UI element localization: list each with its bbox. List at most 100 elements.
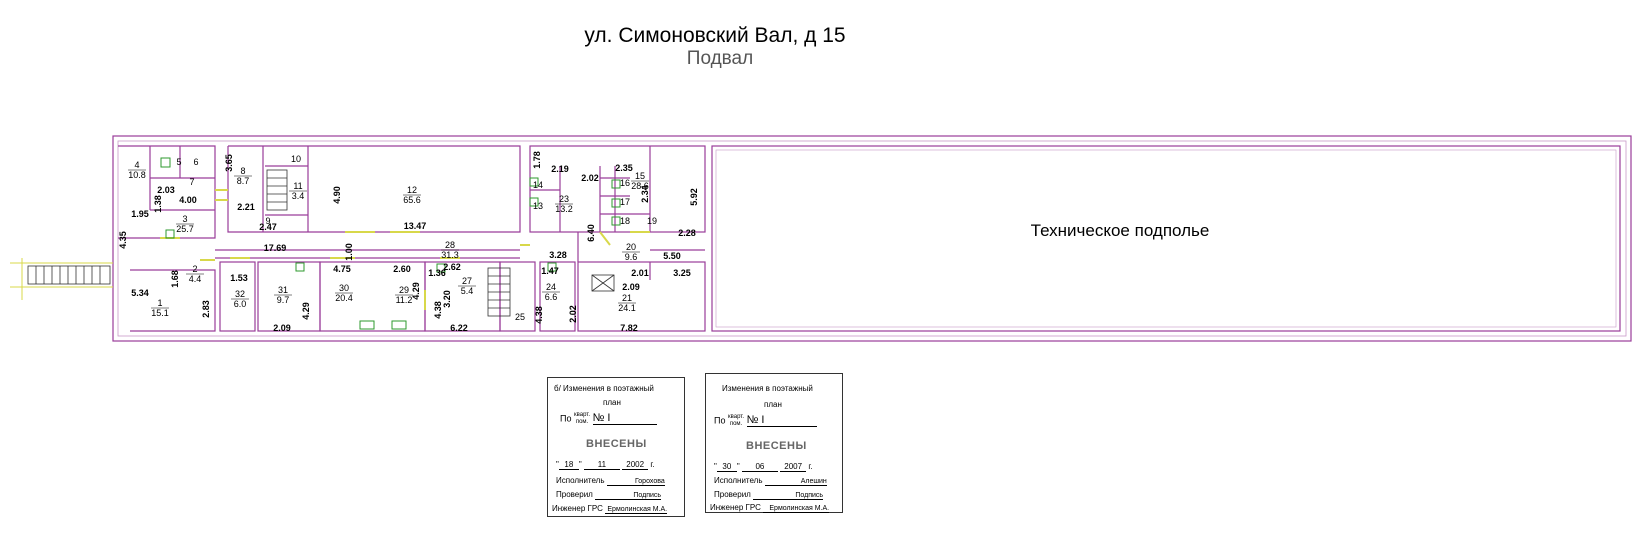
dimension-label: 2.03 — [157, 185, 175, 195]
dimension-label: 2.09 — [273, 323, 291, 333]
dimension-label: 5.92 — [689, 188, 699, 206]
staircases — [27, 169, 615, 317]
room-area: 31.3 — [441, 250, 459, 260]
room-number: 1 — [157, 298, 162, 308]
dimension-label: 5.34 — [131, 288, 149, 298]
room-area: 9.6 — [625, 252, 638, 262]
stamp-executor-label: Исполнитель — [714, 476, 763, 485]
dimension-label: 2.19 — [551, 164, 569, 174]
room-number: 19 — [647, 216, 657, 226]
room-area: 8.7 — [237, 176, 250, 186]
room-area: 11.2 — [396, 295, 413, 305]
dimension-label: 3.65 — [224, 154, 234, 172]
dimension-label: 3.25 — [673, 268, 691, 278]
room-area: 4.4 — [189, 274, 202, 284]
entrance-lines — [10, 258, 113, 300]
room-number: 10 — [291, 154, 301, 164]
dimension-label: 4.38 — [534, 306, 544, 324]
room-area: 65.6 — [403, 195, 421, 205]
dimension-label: 7.82 — [620, 323, 638, 333]
stamp-executor-label: Исполнитель — [556, 476, 605, 485]
room-number: 3 — [182, 214, 187, 224]
stamp-month: 11 — [583, 460, 620, 470]
room-number: 28 — [445, 240, 455, 250]
page-title: ул. Симоновский Вал, д 15 — [584, 24, 846, 47]
room-number: 9 — [265, 216, 270, 226]
room-number: 14 — [533, 180, 543, 190]
room-number: 32 — [235, 289, 245, 299]
dimension-label: 2.02 — [581, 173, 599, 183]
stamp-checked: Подпись — [753, 492, 824, 500]
room-number: 31 — [278, 285, 288, 295]
room-number: 27 — [462, 276, 472, 286]
room-number: 11 — [293, 181, 302, 191]
stamp-pom: пом. — [575, 419, 589, 425]
dimension-label: 4.90 — [332, 186, 342, 204]
dimension-label: 1.95 — [131, 209, 149, 219]
room-area: 20.4 — [335, 293, 353, 303]
dimension-label: 1.53 — [230, 273, 248, 283]
room-area: 3.4 — [292, 191, 305, 201]
dimension-label: 2.35 — [615, 163, 633, 173]
stamp-month: 06 — [741, 462, 778, 472]
room-number: 5 — [176, 157, 181, 167]
stamp-engineer-label: Инженер ГРС — [710, 503, 761, 512]
page-subtitle: Подвал — [686, 48, 754, 69]
stamp-checked: Подпись — [595, 492, 662, 500]
room-number: 15 — [635, 171, 645, 181]
room-number: 25 — [515, 312, 525, 322]
stamp-heading: Изменения в поэтажный — [722, 384, 813, 393]
dimension-label: 2.47 — [259, 222, 277, 232]
dimension-label: 2.02 — [568, 305, 578, 323]
stamp-kvart: кварт. — [728, 414, 745, 420]
stamp-plan-word: план — [764, 400, 782, 409]
room-area: 28.6 — [631, 181, 649, 191]
room-area: 15.1 — [151, 308, 169, 318]
stamp-prefix: б/ — [554, 384, 561, 393]
dimension-label: 6.22 — [450, 323, 468, 333]
dimension-label: 1.47 — [541, 266, 559, 276]
dimension-label: 1.68 — [170, 270, 180, 288]
room-area: 6.6 — [545, 292, 558, 302]
room-number: 7 — [189, 177, 194, 187]
room-area: 24.1 — [618, 303, 636, 313]
dimension-label: 2.01 — [631, 268, 649, 278]
stamp-day: 30 — [716, 462, 737, 472]
fixtures — [160, 157, 621, 330]
dimension-label: 4.00 — [179, 195, 197, 205]
walls — [112, 135, 1632, 342]
stamp-kvart: кварт. — [574, 412, 591, 418]
room-number: 24 — [546, 282, 556, 292]
stamp-status: ВНЕСЕНЫ — [586, 438, 647, 450]
room-area: 13.2 — [555, 204, 573, 214]
stamp-engineer: Ермолинская М.А. — [763, 505, 830, 513]
room-area: 6.0 — [234, 299, 247, 309]
dimension-label: 2.83 — [201, 300, 211, 318]
dimension-label: 2.09 — [622, 282, 640, 292]
stamp-day: 18 — [558, 460, 579, 470]
room-number: 23 — [559, 194, 569, 204]
stamp-plan-word: план — [603, 398, 621, 407]
room-number: 29 — [399, 285, 409, 295]
dimension-label: 1.00 — [344, 243, 354, 261]
room-number: 4 — [134, 160, 139, 170]
stamp-executor: Алешин — [764, 478, 827, 486]
dimension-label: 5.50 — [663, 251, 681, 261]
stamp-year: 2002 — [622, 460, 649, 470]
stamp-pom: пом. — [729, 421, 743, 427]
dimension-label: 17.69 — [264, 243, 287, 253]
dimension-label: 4.29 — [301, 302, 311, 320]
dimension-label: 4.75 — [333, 264, 351, 274]
stamp-po: По — [560, 413, 572, 424]
stamp-year: 2007 — [780, 462, 807, 472]
room-area: 10.8 — [128, 170, 146, 180]
room-area: 5.4 — [461, 286, 474, 296]
stamp-executor: Горохова — [606, 478, 665, 486]
room-area: 9.7 — [277, 295, 290, 305]
dimension-label: 4.35 — [118, 231, 128, 249]
dimension-label: 3.20 — [442, 290, 452, 308]
dimension-label: 2.28 — [678, 228, 696, 238]
dimension-label: 2.60 — [393, 264, 411, 274]
dimension-label: 2.21 — [237, 202, 255, 212]
